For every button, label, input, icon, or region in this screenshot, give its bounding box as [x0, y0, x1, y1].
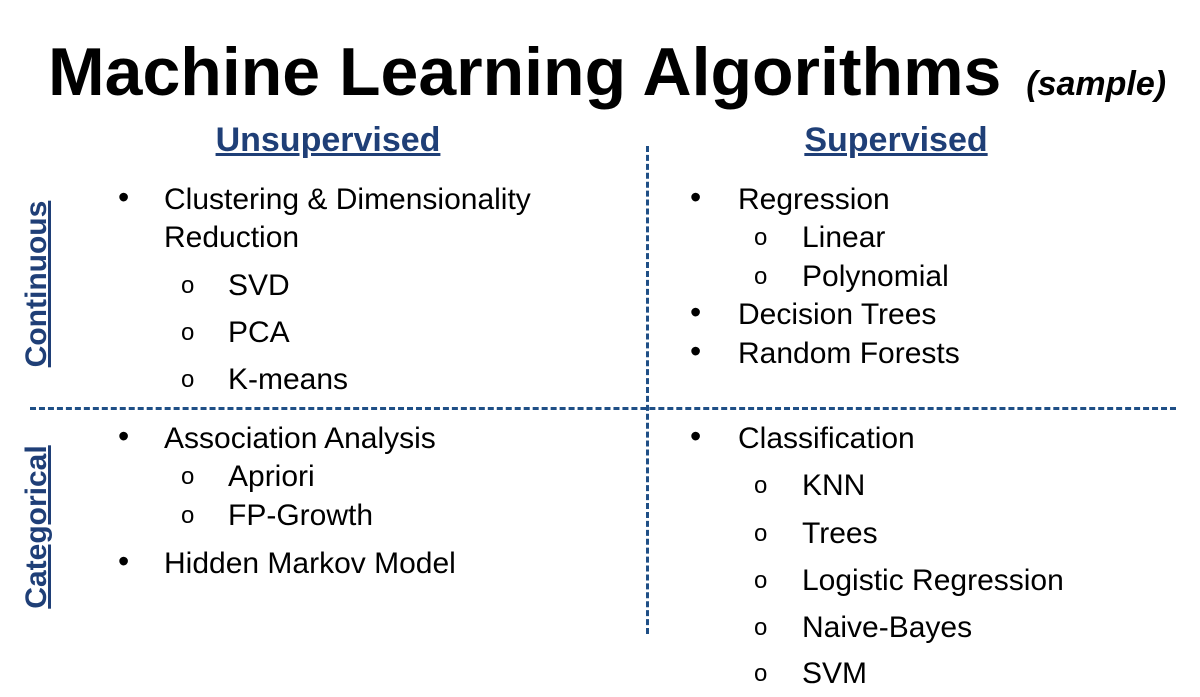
sub-list-item: K-means [228, 363, 349, 396]
sub-list-item: Trees [802, 517, 878, 550]
sub-list-item: FP-Growth [228, 499, 374, 532]
horizontal-divider [30, 407, 1176, 410]
title-subtitle: (sample) [1026, 65, 1167, 103]
circle-bullet-icon: o [754, 520, 768, 547]
list-item: Regression [738, 183, 890, 216]
sub-list-item: KNN [802, 469, 866, 502]
circle-bullet-icon: o [754, 472, 768, 499]
sub-list-item: Logistic Regression [802, 564, 1064, 597]
sub-list-item: SVM [802, 657, 868, 690]
list-item: Classification [738, 422, 915, 455]
list-item: Association Analysis [164, 422, 436, 455]
circle-bullet-icon: o [754, 567, 768, 594]
sub-list-item: PCA [228, 316, 290, 349]
title-text: Machine Learning Algorithms [48, 34, 1002, 110]
vertical-divider [646, 146, 649, 634]
circle-bullet-icon: o [181, 502, 195, 529]
sub-list-item: Apriori [228, 460, 315, 493]
list-item: Clustering & Dimensionality [164, 183, 531, 216]
list-item: Hidden Markov Model [164, 547, 456, 580]
sub-list-item: SVD [228, 269, 290, 302]
bullet-icon: • [118, 418, 130, 454]
row-header-continuous: Continuous [20, 200, 53, 368]
bullet-icon: • [118, 543, 130, 579]
bullet-icon: • [690, 333, 702, 369]
circle-bullet-icon: o [754, 614, 768, 641]
column-header-supervised: Supervised [804, 121, 988, 159]
sub-list-item: Polynomial [802, 260, 949, 293]
column-header-unsupervised: Unsupervised [215, 121, 441, 159]
bullet-icon: • [690, 418, 702, 454]
list-item-continuation: Reduction [164, 221, 300, 254]
circle-bullet-icon: o [181, 463, 195, 490]
list-item: Decision Trees [738, 298, 937, 331]
circle-bullet-icon: o [754, 224, 768, 251]
bullet-icon: • [690, 294, 702, 330]
bullet-icon: • [690, 179, 702, 215]
row-header-categorical: Categorical [20, 445, 53, 609]
circle-bullet-icon: o [754, 263, 768, 290]
list-item: Random Forests [738, 337, 960, 370]
circle-bullet-icon: o [754, 660, 768, 687]
circle-bullet-icon: o [181, 272, 195, 299]
bullet-icon: • [118, 179, 130, 215]
page-title: Machine Learning Algorithms (sample) [48, 32, 1166, 124]
circle-bullet-icon: o [181, 319, 195, 346]
circle-bullet-icon: o [181, 366, 195, 393]
sub-list-item: Naive-Bayes [802, 611, 973, 644]
sub-list-item: Linear [802, 221, 886, 254]
